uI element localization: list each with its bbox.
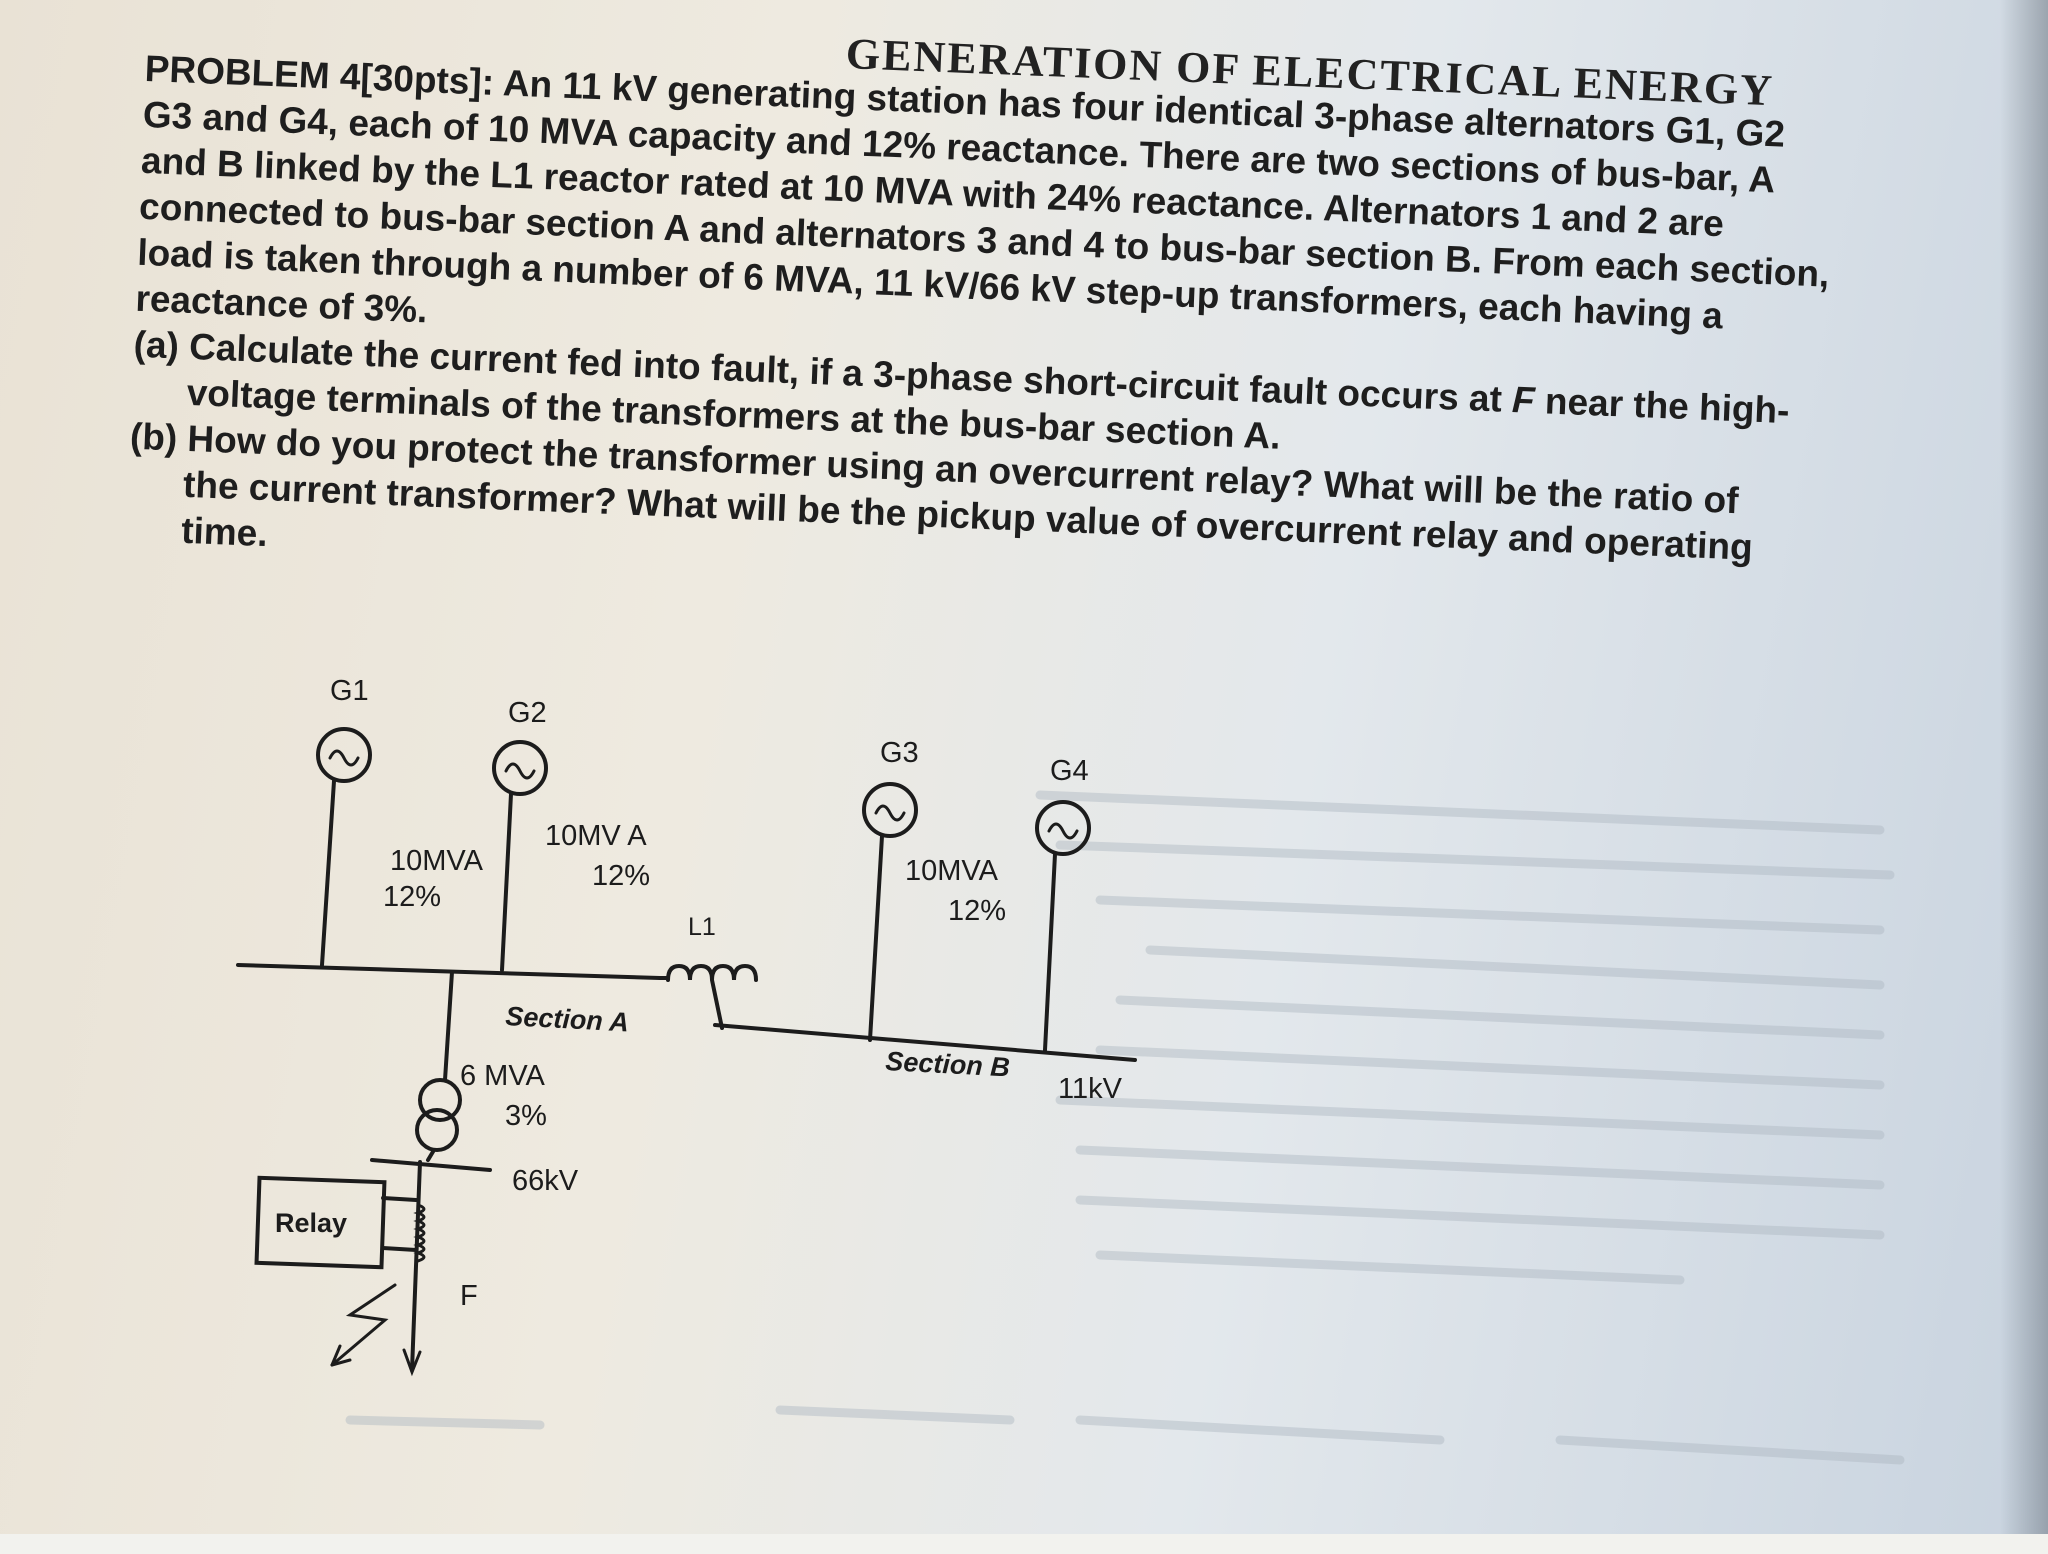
hv-bus bbox=[370, 1158, 492, 1172]
reactor-l1-coil bbox=[666, 963, 758, 982]
g1-feeder bbox=[320, 779, 336, 967]
g3-symbol bbox=[862, 782, 918, 838]
transformer-feeder bbox=[443, 970, 454, 1082]
hv-line-to-fault bbox=[410, 1160, 422, 1372]
g3-label: G3 bbox=[880, 737, 919, 769]
g4-symbol bbox=[1035, 800, 1091, 856]
fault-symbol bbox=[330, 1283, 397, 1367]
page-edge-shadow bbox=[2000, 0, 2048, 1554]
g4-label: G4 bbox=[1050, 755, 1089, 787]
relay-box bbox=[254, 1175, 387, 1270]
relay-label: Relay bbox=[275, 1208, 347, 1238]
transformer-reactance: 3% bbox=[505, 1100, 547, 1132]
transformer-winding-2 bbox=[415, 1108, 459, 1152]
g3-rating: 10MVA bbox=[905, 855, 999, 887]
bottom-page-edge bbox=[0, 1534, 2048, 1554]
g1-reactance: 12% bbox=[383, 881, 441, 913]
hv-voltage-label: 66kV bbox=[512, 1165, 579, 1197]
g3-reactance: 12% bbox=[948, 895, 1006, 927]
section-a-label: Section A bbox=[505, 1001, 630, 1037]
g2-symbol bbox=[492, 740, 548, 796]
g2-reactance: 12% bbox=[592, 860, 650, 892]
g1-rating: 10MVA bbox=[390, 845, 484, 877]
section-b-label: Section B bbox=[885, 1046, 1011, 1082]
fault-label: F bbox=[460, 1280, 478, 1312]
g4-feeder bbox=[1043, 852, 1057, 1052]
transformer-winding-1 bbox=[418, 1078, 462, 1122]
bus-bar-section-b bbox=[713, 1023, 1137, 1062]
bus-bar-section-a bbox=[236, 963, 662, 980]
g2-rating: 10MV A bbox=[545, 820, 647, 852]
g2-label: G2 bbox=[508, 697, 547, 729]
g2-feeder bbox=[500, 792, 513, 972]
transformer-rating: 6 MVA bbox=[460, 1060, 546, 1092]
g1-label: G1 bbox=[330, 675, 369, 707]
g3-feeder bbox=[868, 834, 884, 1042]
reactor-label: L1 bbox=[688, 913, 716, 941]
bus-voltage-label: 11kV bbox=[1058, 1073, 1123, 1105]
current-transformer bbox=[413, 1203, 426, 1263]
g1-symbol bbox=[316, 727, 372, 783]
